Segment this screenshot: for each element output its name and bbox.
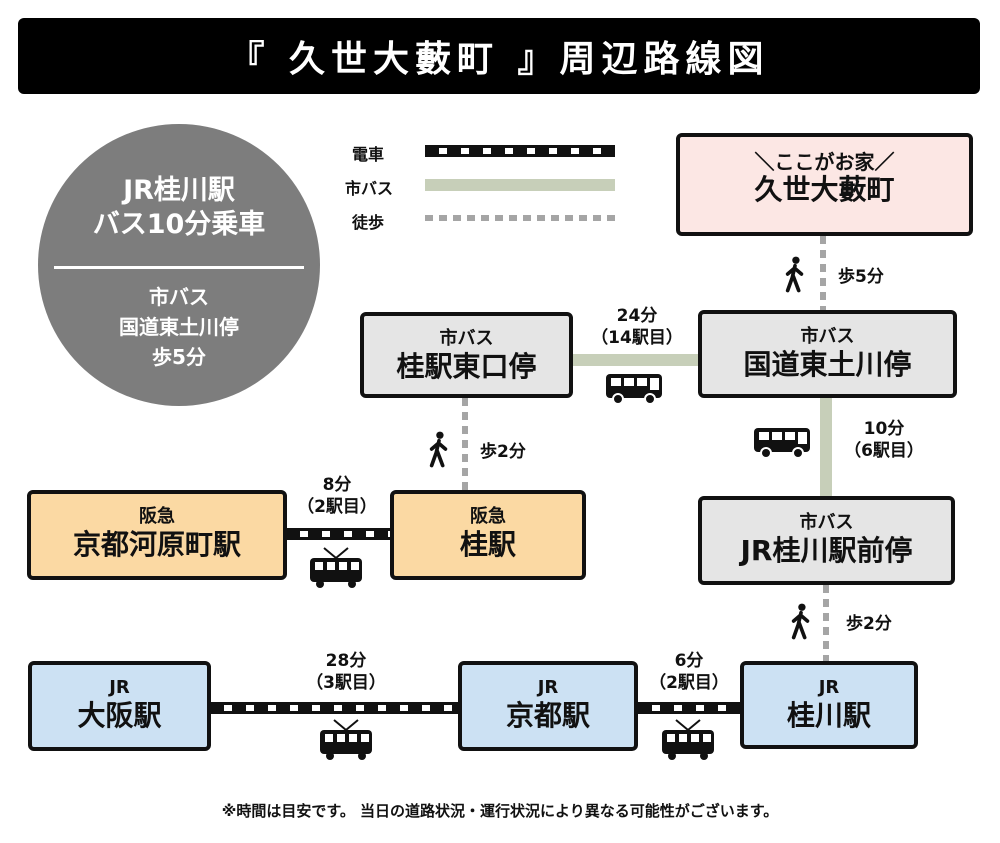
segment-time: 28分 — [325, 651, 367, 671]
legend-walk-label: 徒歩 — [352, 213, 385, 232]
train-icon — [308, 546, 364, 588]
train-icon — [318, 718, 374, 760]
segment-time: 6分 — [674, 651, 704, 671]
segment-stops: （2駅目） — [297, 497, 377, 517]
legend-train-label: 電車 — [352, 145, 385, 164]
segment-time: 8分 — [322, 475, 352, 495]
station-name: 国道東土川停 — [743, 348, 912, 381]
station-kokudo: 市バス 国道東土川停 — [698, 310, 957, 398]
summary-walk: 歩5分 — [152, 345, 206, 369]
station-type: 市バス — [439, 328, 494, 349]
train-kawaramachi-label: 8分 （2駅目） — [289, 474, 385, 518]
bus-icon — [604, 372, 664, 406]
walk-icon — [784, 255, 806, 293]
summary-station: JR桂川駅 — [123, 175, 235, 206]
walk-line-katsuragawa — [823, 585, 829, 661]
summary-divider — [54, 266, 304, 269]
train-line-kyoto — [638, 702, 740, 714]
walk-katsura-label: 歩2分 — [480, 442, 526, 462]
train-line-osaka — [210, 702, 458, 714]
station-jr-katsuragawa-bus: 市バス JR桂川駅前停 — [698, 496, 955, 585]
bus-icon — [752, 426, 812, 460]
summary-circle: JR桂川駅 バス10分乗車 市バス 国道東土川停 歩5分 — [38, 124, 320, 406]
home-name: 久世大藪町 — [754, 173, 895, 206]
walk-icon — [428, 430, 450, 468]
summary-bus-time: バス10分乗車 — [92, 209, 266, 240]
bus-east-kokudo-label: 24分 （14駅目） — [580, 305, 694, 349]
legend-train-line — [425, 145, 615, 157]
segment-time: 24分 — [616, 306, 658, 326]
segment-time: 10分 — [863, 419, 905, 439]
train-line-kawaramachi — [286, 528, 390, 540]
station-name: 桂川駅 — [786, 699, 871, 732]
station-osaka: JR 大阪駅 — [28, 661, 211, 751]
station-katsura-higashi: 市バス 桂駅東口停 — [360, 312, 573, 398]
bus-kokudo-jr-label: 10分 （6駅目） — [836, 418, 932, 462]
station-name: 桂駅東口停 — [396, 350, 537, 383]
footer-note: ※時間は目安です。 当日の道路状況・運行状況により異なる可能性がございます。 — [221, 802, 779, 820]
station-kawaramachi: 阪急 京都河原町駅 — [27, 490, 287, 580]
train-icon — [660, 718, 716, 760]
station-name: 桂駅 — [459, 528, 516, 561]
segment-stops: （14駅目） — [591, 328, 683, 348]
station-name: 大阪駅 — [77, 699, 162, 732]
station-type: 阪急 — [470, 506, 506, 527]
segment-stops: （2駅目） — [649, 673, 729, 693]
bus-line-east-kokudo — [572, 354, 698, 366]
bus-line-kokudo-jr — [820, 398, 832, 496]
legend-bus-label: 市バス — [345, 179, 394, 198]
home-sub: ＼ここがお家／ — [754, 150, 895, 174]
walk-line-katsura — [462, 398, 468, 490]
legend-bus-line — [425, 179, 615, 191]
station-type: 市バス — [799, 512, 854, 533]
page-title: 『 久世大藪町 』周辺路線図 — [18, 18, 980, 94]
station-name: 京都河原町駅 — [72, 528, 241, 561]
segment-stops: （3駅目） — [306, 673, 386, 693]
station-name: 京都駅 — [505, 699, 590, 732]
summary-bus: 市バス — [149, 285, 209, 309]
walk-line-home — [820, 236, 826, 310]
train-kyoto-label: 6分 （2駅目） — [640, 650, 738, 694]
station-type: JR — [537, 677, 559, 698]
station-type: 市バス — [800, 326, 855, 347]
walk-icon — [790, 602, 812, 640]
segment-stops: （6駅目） — [844, 441, 924, 461]
walk-katsuragawa-label: 歩2分 — [846, 614, 892, 634]
train-osaka-label: 28分 （3駅目） — [296, 650, 396, 694]
station-katsuragawa: JR 桂川駅 — [740, 661, 918, 749]
station-name: JR桂川駅前停 — [740, 534, 913, 567]
summary-stop: 国道東土川停 — [119, 315, 239, 339]
legend-walk-line — [425, 215, 615, 221]
walk-home-label: 歩5分 — [838, 267, 884, 287]
home-box: ＼ここがお家／ 久世大藪町 — [676, 133, 973, 236]
station-type: JR — [818, 677, 840, 698]
station-hankyu-katsura: 阪急 桂駅 — [390, 490, 586, 580]
station-type: JR — [109, 677, 130, 698]
station-kyoto: JR 京都駅 — [458, 661, 638, 751]
station-type: 阪急 — [139, 506, 175, 527]
